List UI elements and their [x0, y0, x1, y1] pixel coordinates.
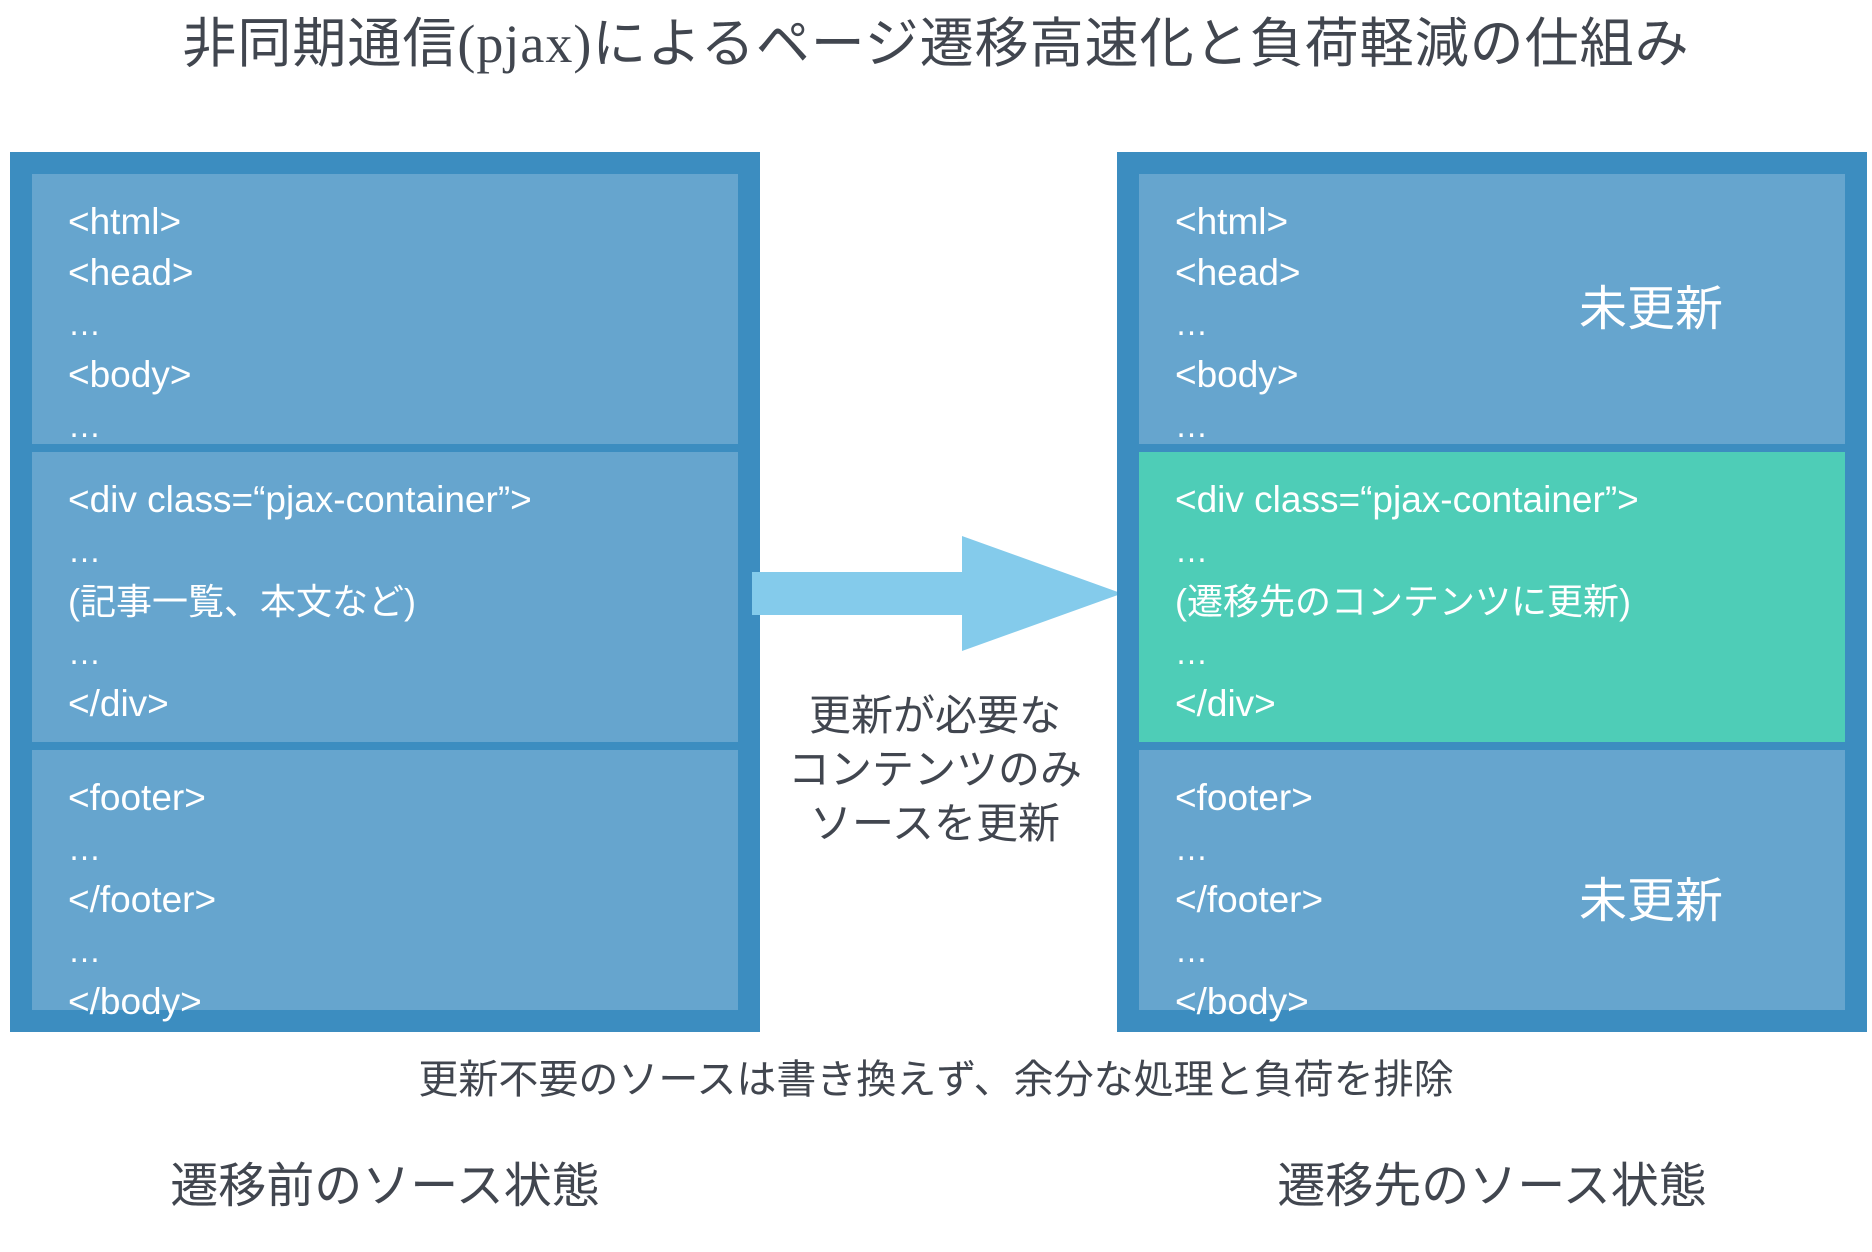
bottom-caption: 更新不要のソースは書き換えず、余分な処理と負荷を排除: [418, 1057, 1454, 1102]
code-line: <body>: [1175, 354, 1299, 395]
center-note-line-3: ソースを更新: [810, 802, 1060, 848]
center-note-line-1: 更新が必要な: [808, 694, 1061, 740]
code-line-ellipsis: …: [68, 532, 104, 569]
code-line-ellipsis: …: [68, 305, 104, 342]
code-line-ellipsis: …: [1175, 634, 1211, 671]
code-line-content-note: (記事一覧、本文など): [68, 581, 416, 622]
code-line-ellipsis: …: [68, 932, 104, 969]
code-line: <footer>: [1175, 777, 1313, 818]
code-line: <head>: [68, 252, 194, 293]
after-source-panel: <html> <head> … <body> … 未更新 <div class=…: [1117, 152, 1867, 1032]
after-pjax-container-block: <div class=“pjax-container”> … (遷移先のコンテン…: [1139, 452, 1845, 742]
code-line-ellipsis: …: [1175, 305, 1211, 342]
before-source-panel: <html> <head> … <body> … <div class=“pja…: [10, 152, 760, 1032]
after-document-head-block: <html> <head> … <body> … 未更新: [1139, 174, 1845, 444]
page-title: 非同期通信(pjax)によるページ遷移高速化と負荷軽減の仕組み: [182, 14, 1690, 74]
before-document-head-block: <html> <head> … <body> …: [32, 174, 738, 444]
code-line: <head>: [1175, 252, 1301, 293]
code-line: </footer>: [1175, 879, 1324, 920]
after-document-footer-block: <footer> … </footer> … </body> 未更新: [1139, 750, 1845, 1022]
code-line-ellipsis: …: [1175, 407, 1211, 444]
status-badge-unchanged-footer: 未更新: [1579, 875, 1724, 928]
code-line: <body>: [68, 354, 192, 395]
code-line: </body>: [1175, 981, 1309, 1022]
code-line-ellipsis: …: [1175, 932, 1211, 969]
right-arrow-icon: [752, 536, 1122, 651]
after-panel-label: 遷移先のソース状態: [1277, 1160, 1707, 1213]
status-badge-unchanged-head: 未更新: [1579, 283, 1724, 336]
code-line: </footer>: [68, 879, 217, 920]
center-note: 更新が必要な コンテンツのみ ソースを更新: [760, 690, 1110, 852]
code-line: <html>: [1175, 201, 1289, 242]
code-line-ellipsis: …: [1175, 532, 1211, 569]
code-line: </div>: [1175, 683, 1276, 724]
code-line: </div>: [68, 683, 169, 724]
code-line-ellipsis: …: [1175, 830, 1211, 867]
code-line-content-note: (遷移先のコンテンツに更新): [1175, 581, 1631, 622]
code-line: <footer>: [68, 777, 206, 818]
code-line-ellipsis: …: [68, 407, 104, 444]
code-line: <div class=“pjax-container”>: [1175, 479, 1639, 520]
code-line-ellipsis: …: [68, 634, 104, 671]
code-line: </body>: [68, 981, 202, 1022]
before-document-footer-block: <footer> … </footer> … </body>: [32, 750, 738, 1022]
before-pjax-container-block: <div class=“pjax-container”> … (記事一覧、本文な…: [32, 452, 738, 742]
code-line: <div class=“pjax-container”>: [68, 479, 532, 520]
code-line: <html>: [68, 201, 182, 242]
before-panel-label: 遷移前のソース状態: [170, 1160, 600, 1213]
code-line-ellipsis: …: [68, 830, 104, 867]
center-note-line-2: コンテンツのみ: [787, 748, 1082, 794]
